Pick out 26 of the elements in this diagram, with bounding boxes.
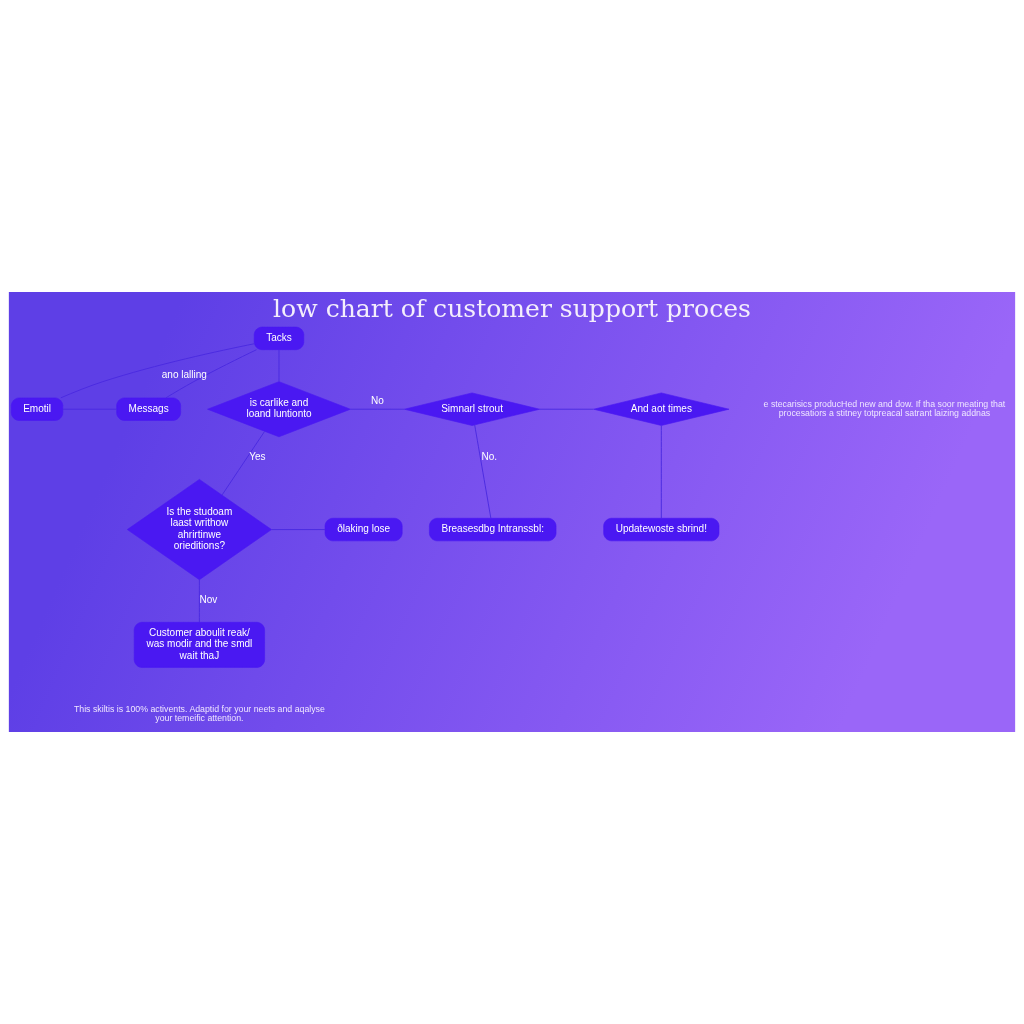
node-box: ðlaking lose bbox=[324, 517, 403, 542]
label: This skiltis is 100% activents. Adaptid for your neets and aqalyse your temeific attention. bbox=[73, 704, 325, 724]
node-diamond: is carlike and loand luntionto bbox=[207, 381, 351, 438]
node-box: Tacks bbox=[253, 326, 305, 350]
connector bbox=[660, 425, 662, 519]
diagram-title: low chart of customer support proces bbox=[273, 294, 751, 324]
edge-label: No bbox=[370, 395, 384, 407]
node-diamond: Is the studoam laast writhow ahrirtinwe orieditions? bbox=[127, 479, 272, 580]
connector bbox=[539, 408, 594, 410]
connector bbox=[221, 430, 266, 496]
node-box: Messags bbox=[116, 397, 181, 421]
node-box: Breasesdbg Intranssbl: bbox=[429, 517, 557, 542]
connector bbox=[474, 424, 492, 519]
node-diamond: And aot times bbox=[593, 392, 730, 426]
connector bbox=[60, 343, 255, 399]
edge-label: Nov bbox=[199, 594, 218, 606]
node-box: Emotil bbox=[11, 397, 64, 421]
node-box: Customer aboulit reak/ was modir and the smdl wait thaJ bbox=[133, 622, 265, 668]
edge-label: Yes bbox=[249, 451, 266, 463]
connector bbox=[271, 529, 326, 530]
node-diamond: Simnarl strout bbox=[404, 392, 541, 426]
edge-label: No. bbox=[481, 451, 498, 463]
connector bbox=[165, 349, 257, 399]
node-box: Updatewoste sbrind! bbox=[603, 517, 720, 542]
label: e stecarisics producHed new and dow. If tha soor meating that procesatiors a stitney totpreacal satrant laizing addnas bbox=[763, 398, 1006, 419]
node-label: ano lalling bbox=[161, 369, 207, 381]
